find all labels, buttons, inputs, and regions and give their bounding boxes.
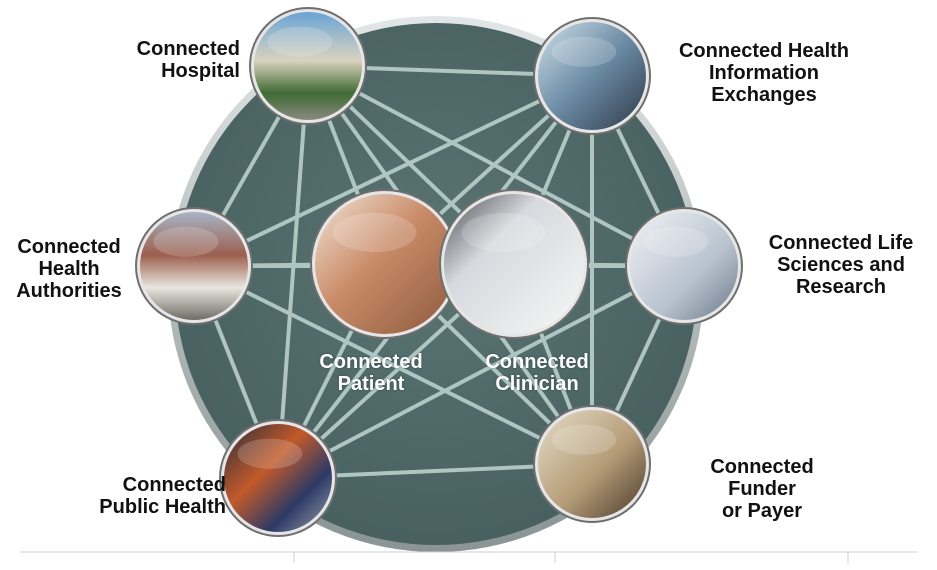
node-gloss [551, 36, 617, 67]
connection-line [306, 64, 686, 268]
node-gloss [551, 424, 617, 455]
node-hospital [249, 7, 367, 125]
label-public-health: Connected Public Health [99, 474, 226, 518]
node-photo [315, 194, 455, 334]
label-life-sciences: Connected Life Sciences and Research [768, 232, 914, 298]
node-gloss [461, 212, 546, 253]
node-clinician [439, 189, 589, 339]
node-photo [254, 12, 362, 120]
connection-line [276, 64, 310, 480]
node-photo [140, 212, 248, 320]
label-clinician: Connected Clinician [485, 351, 589, 395]
node-hie [533, 17, 651, 135]
label-funder: Connected Funder or Payer [710, 456, 814, 522]
label-hie: Connected Health Information Exchanges [678, 40, 850, 106]
node-photo [444, 194, 584, 334]
node-life-sciences [625, 207, 743, 325]
connection-line [192, 74, 594, 268]
node-gloss [267, 26, 333, 57]
node-gloss [153, 226, 219, 257]
connection-line [276, 264, 686, 480]
node-gloss [643, 226, 709, 257]
node-photo [538, 22, 646, 130]
label-patient: Connected Patient [319, 351, 423, 395]
label-hospital: Connected Hospital [136, 38, 240, 82]
node-gloss [332, 212, 417, 253]
node-patient [310, 189, 460, 339]
connection-line [192, 264, 594, 466]
node-photo [538, 410, 646, 518]
node-funder [533, 405, 651, 523]
node-public-health [219, 419, 337, 537]
node-authorities [135, 207, 253, 325]
node-gloss [237, 438, 303, 469]
node-photo [224, 424, 332, 532]
node-photo [630, 212, 738, 320]
label-authorities: Connected Health Authorities [16, 236, 122, 302]
